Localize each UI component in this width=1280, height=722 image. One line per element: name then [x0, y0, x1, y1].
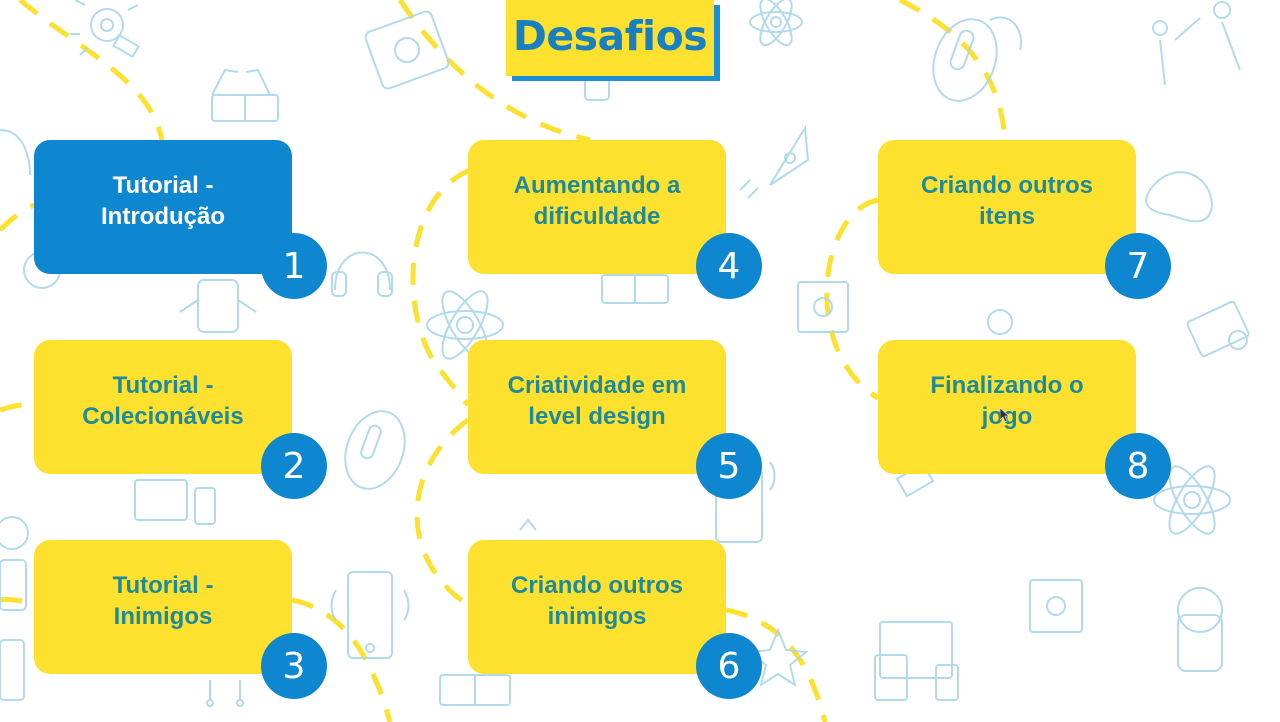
astronaut-icon-left: [0, 516, 29, 701]
challenge-label: Criando outros inimigos: [511, 572, 683, 630]
challenge-card-5[interactable]: Criatividade em level design: [468, 340, 726, 474]
challenge-label: Tutorial - Colecionáveis: [82, 372, 244, 430]
challenge-card-4[interactable]: Aumentando a dificuldade: [468, 140, 726, 274]
challenge-card-1[interactable]: Tutorial - Introdução: [34, 140, 292, 274]
gamepad-icon: [1145, 171, 1214, 223]
computer-mouse-icon-2: [344, 410, 406, 490]
challenge-number-badge-7: 7: [1105, 233, 1171, 299]
computer-mouse-icon: [932, 16, 1022, 102]
challenge-number-badge-4: 4: [696, 233, 762, 299]
challenge-label: Criando outros itens: [921, 172, 1093, 230]
challenge-number-badge-6: 6: [696, 633, 762, 699]
challenge-label: Criatividade em level design: [507, 372, 687, 430]
mouse-cursor-icon: [1000, 408, 1010, 422]
page-title-box: Desafios: [506, 0, 714, 76]
challenge-card-3[interactable]: Tutorial - Inimigos: [34, 540, 292, 674]
challenge-card-7[interactable]: Criando outros itens: [878, 140, 1136, 274]
challenge-number-badge-2: 2: [261, 433, 327, 499]
challenge-label: Tutorial - Introdução: [101, 172, 225, 230]
challenge-number-badge-5: 5: [696, 433, 762, 499]
challenge-card-6[interactable]: Criando outros inimigos: [468, 540, 726, 674]
challenge-label: Finalizando o jogo: [930, 372, 1084, 430]
monitor-search-icon: [1186, 300, 1250, 358]
challenge-label: Aumentando a dificuldade: [513, 172, 681, 230]
people-high-five-icon: [1152, 1, 1241, 86]
atom-icon: [749, 0, 803, 47]
challenge-card-2[interactable]: Tutorial - Colecionáveis: [34, 340, 292, 474]
challenge-number-badge-1: 1: [261, 233, 327, 299]
challenge-label: Tutorial - Inimigos: [112, 572, 214, 630]
rocket-icon: [739, 124, 810, 199]
3d-glasses-icon: [211, 68, 279, 122]
lightbulb-gear-icon: [70, 0, 140, 59]
challenge-card-8[interactable]: Finalizando o jogo: [878, 340, 1136, 474]
page-title: Desafios: [512, 11, 708, 60]
challenge-number-badge-8: 8: [1105, 433, 1171, 499]
challenge-number-badge-3: 3: [261, 633, 327, 699]
